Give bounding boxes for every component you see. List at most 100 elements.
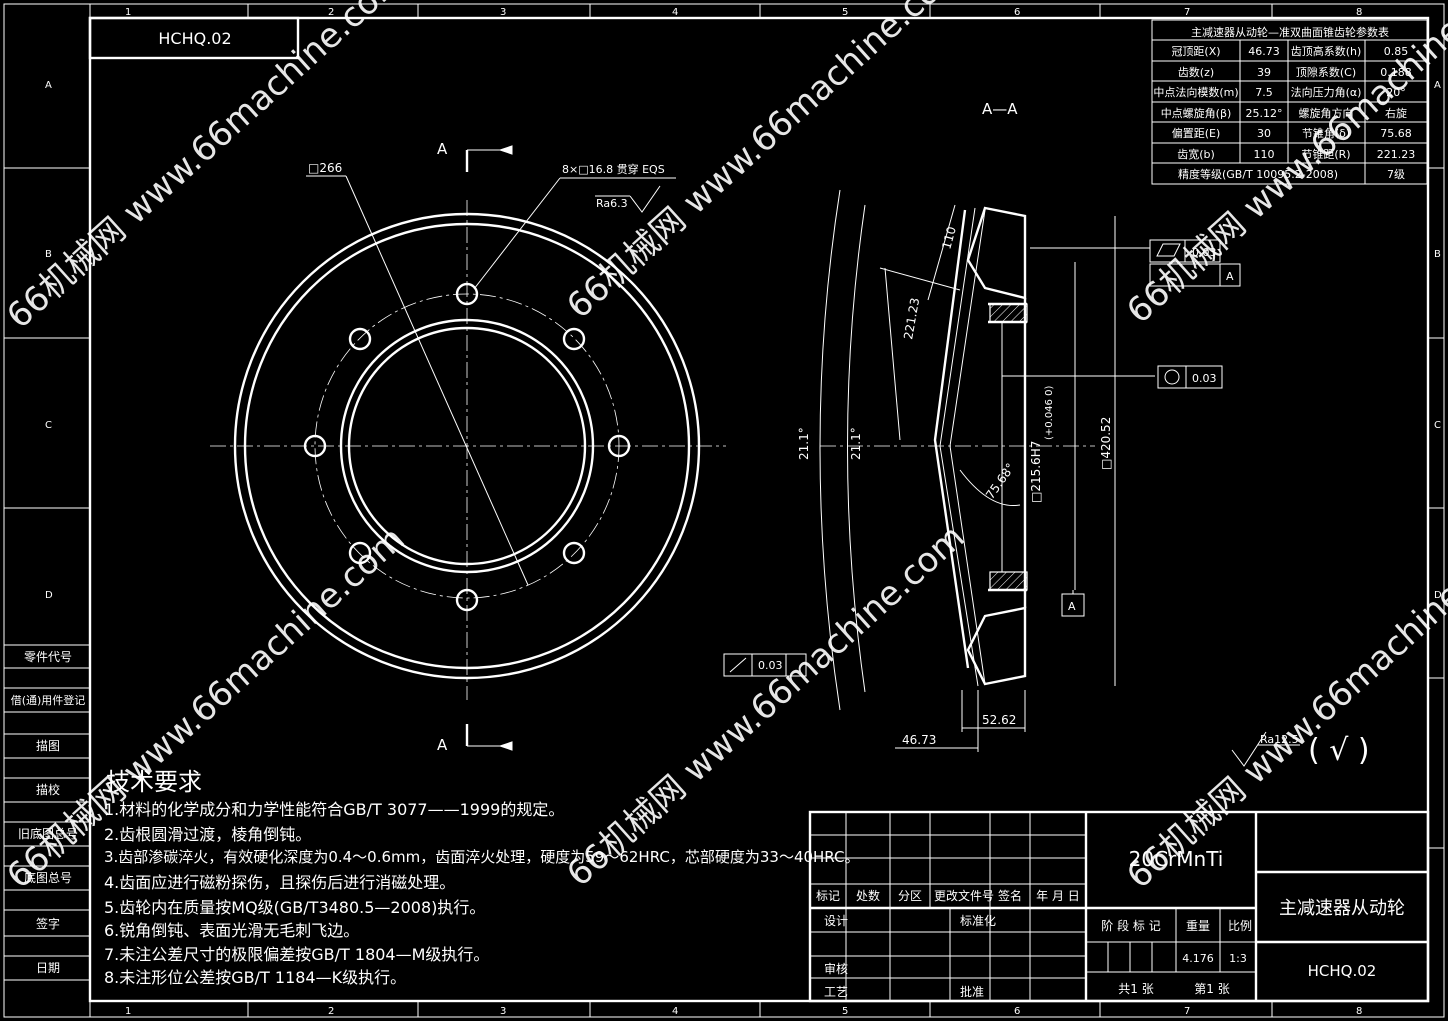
front-view: □266 8×□16.8 贯穿 EQS Ra6.3 A A xyxy=(210,140,726,754)
outer-dia-dim: □420.52 xyxy=(1099,417,1113,470)
flatness-value: 0.03 xyxy=(1192,246,1217,259)
bore xyxy=(347,326,587,566)
bolt-hole xyxy=(455,282,479,306)
register-label: 旧底图总号 xyxy=(18,826,78,841)
col-label-top: 3 xyxy=(500,7,506,18)
bolt-hole xyxy=(455,588,479,612)
inner-border xyxy=(88,16,1430,1003)
col-label-bottom: 3 xyxy=(500,1006,506,1017)
roughness-symbol: Ra6.3 xyxy=(595,185,661,213)
param-name: 冠顶距(X) xyxy=(1171,45,1220,58)
param-value: 右旋 xyxy=(1385,106,1407,120)
param-value: 110 xyxy=(1254,148,1275,161)
row-label-right: C xyxy=(1434,420,1441,431)
bore-tolerance: (+0.046 0) xyxy=(1044,386,1055,440)
row-label-right: B xyxy=(1434,249,1441,260)
tb-scale: 比例 xyxy=(1228,919,1252,933)
row-label-right: A xyxy=(1434,80,1441,91)
col-label-bottom: 2 xyxy=(328,1006,334,1017)
tech-item: 8.未注形位公差按GB/T 1184—K级执行。 xyxy=(104,968,406,987)
tb-design: 设计 xyxy=(824,914,848,928)
bolt-hole xyxy=(303,434,327,458)
column-zone-ruler: 1 2 3 4 5 6 7 8 1 2 3 4 5 6 7 8 xyxy=(89,4,1362,1017)
gear-body-lower xyxy=(966,606,1027,686)
watermark: 66机械网 www.66machine.com xyxy=(559,517,972,895)
param-name: 偏置距(E) xyxy=(1172,126,1221,140)
param-value: 7.5 xyxy=(1255,86,1273,99)
general-roughness-paren: ( √ ) xyxy=(1308,733,1370,768)
dim-46-73: 46.73 xyxy=(902,733,936,747)
param-name: 节锥距(R) xyxy=(1301,148,1350,161)
col-label-bottom: 5 xyxy=(842,1006,848,1017)
tb-weight: 重量 xyxy=(1186,919,1210,933)
param-name: 齿数(z) xyxy=(1178,66,1214,79)
col-label-top: 6 xyxy=(1014,7,1020,18)
tech-item: 2.齿根圆滑过渡，棱角倒钝。 xyxy=(104,825,311,844)
general-roughness: Ra12.5 ( √ ) xyxy=(1231,731,1370,768)
precision-label: 精度等级(GB/T 10095.2-2008) xyxy=(1178,167,1338,181)
tb-label: 更改文件号 xyxy=(934,888,994,903)
general-roughness-value: Ra12.5 xyxy=(1260,733,1299,746)
tb-label: 年 月 日 xyxy=(1036,889,1080,903)
param-name: 中点法向模数(m) xyxy=(1153,85,1238,99)
rim-inner-edge xyxy=(243,222,691,670)
runout-arrow-icon xyxy=(729,657,747,673)
drawing-number: HCHQ.02 xyxy=(1308,962,1377,980)
bolt-hole xyxy=(607,434,631,458)
left-register-column: 零件代号 借(通)用件登记 描图 描校 旧底图总号 底图总号 签字 日期 xyxy=(4,644,90,981)
param-value: 0.188 xyxy=(1380,66,1412,79)
runout-value-right: 0.03 xyxy=(1192,372,1217,385)
bore-dim: □215.6H7 xyxy=(1029,441,1043,503)
part-name: 主减速器从动轮 xyxy=(1279,898,1405,919)
tb-stage-mark: 阶 段 标 记 xyxy=(1101,918,1160,933)
tb-approve: 批准 xyxy=(960,984,984,999)
param-name: 齿顶高系数(h) xyxy=(1291,44,1362,58)
bolt-hole xyxy=(562,327,586,351)
tb-scale-value: 1:3 xyxy=(1229,952,1247,965)
row-label: D xyxy=(45,590,53,601)
param-name: 节锥角(δ) xyxy=(1302,127,1350,140)
register-label: 底图总号 xyxy=(24,870,72,885)
param-value: 25.12° xyxy=(1246,107,1283,120)
outer-diameter-label: □266 xyxy=(308,161,342,175)
row-label: C xyxy=(45,420,52,431)
param-name: 螺旋角方向 xyxy=(1299,106,1354,120)
tech-item: 3.齿部渗碳淬火，有效硬化深度为0.4～0.6mm，齿面淬火处理，硬度为59～6… xyxy=(104,848,859,866)
bolt-hole xyxy=(348,327,372,351)
param-value: 46.73 xyxy=(1248,45,1280,58)
row-label-right: D xyxy=(1434,590,1442,601)
datum-box: A xyxy=(1061,590,1085,617)
param-name: 法向压力角(α) xyxy=(1291,85,1362,99)
inner-arc xyxy=(847,204,866,693)
tech-item: 7.未注公差尺寸的极限偏差按GB/T 1804—M级执行。 xyxy=(104,945,489,964)
register-label: 签字 xyxy=(36,916,60,931)
dim-110: 110 xyxy=(939,225,958,251)
col-label-bottom: 1 xyxy=(125,1006,131,1017)
watermark: 66机械网 www.66machine.com xyxy=(1119,0,1448,332)
section-view-title: A—A xyxy=(982,100,1018,118)
angle-inner: 21.1° xyxy=(849,427,863,460)
hub-outer xyxy=(339,318,595,574)
register-label: 描校 xyxy=(36,782,60,797)
param-value: 221.23 xyxy=(1377,148,1416,161)
dim-221-23: 221.23 xyxy=(901,297,922,341)
gear-body-upper xyxy=(966,206,1027,300)
hole-callout-leader xyxy=(473,177,561,290)
circularity-icon xyxy=(1164,369,1180,385)
tb-label: 分区 xyxy=(898,889,922,903)
flatness-frame: 0.03 A xyxy=(1149,239,1241,287)
diameter-leader xyxy=(345,175,529,586)
drawing-code-text: HCHQ.02 xyxy=(158,29,231,48)
tech-title: 技术要求 xyxy=(106,768,202,796)
col-label-top: 2 xyxy=(328,7,334,18)
bolt-hole xyxy=(348,541,372,565)
col-label-top: 1 xyxy=(125,7,131,18)
section-mark-bottom: A xyxy=(437,736,448,754)
gear-parameter-table: 主减速器从动轮—准双曲面锥齿轮参数表 冠顶距(X) 46.73 齿顶高系数(h)… xyxy=(1151,19,1428,185)
flatness-icon xyxy=(1156,243,1181,257)
row-label: B xyxy=(45,249,52,260)
col-label-top: 7 xyxy=(1184,7,1190,18)
hatch-upper xyxy=(989,303,1028,323)
outer-rim xyxy=(233,212,701,680)
